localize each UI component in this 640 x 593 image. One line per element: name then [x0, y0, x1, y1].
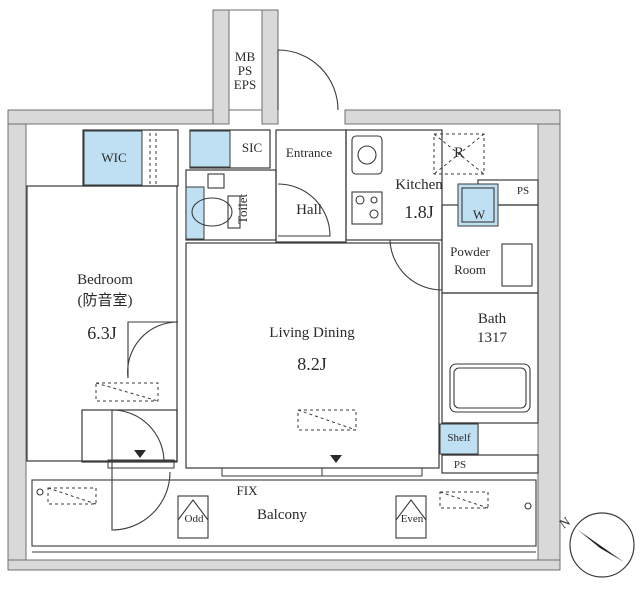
odd-unit-label: Odd	[184, 513, 204, 525]
kitchen-size: 1.8J	[404, 202, 434, 222]
shaft-label-eps: EPS	[233, 77, 257, 92]
washer-mark: W	[472, 207, 486, 222]
outer-walls	[7, 9, 561, 571]
balcony-label: Balcony	[257, 507, 307, 523]
living-dining-size: 8.2J	[297, 354, 327, 374]
fixtures	[191, 135, 533, 413]
dashed-lines	[47, 133, 489, 509]
shaft-label-ps: PS	[237, 63, 253, 78]
wic-label: WIC	[101, 150, 127, 165]
bedroom-note: (防音室)	[77, 293, 133, 309]
balcony-outline	[31, 479, 537, 553]
bedroom-label: Bedroom	[77, 272, 133, 288]
hall-label: Hall	[296, 202, 322, 218]
entrance-label: Entrance	[285, 145, 333, 160]
bath-size: 1317	[477, 330, 507, 346]
living-dining-label: Living Dining	[269, 325, 355, 341]
entry-markers	[134, 450, 342, 463]
sic-label: SIC	[241, 140, 263, 155]
toilet-label: Toilet	[235, 193, 250, 224]
shaft-label-mb: MB	[234, 49, 256, 64]
ps-bottom-label: PS	[453, 459, 467, 471]
powder-room-label-1: Powder	[450, 244, 490, 259]
ps-top-label: PS	[516, 185, 530, 197]
compass	[569, 512, 635, 578]
storage-fills	[83, 130, 499, 455]
bath-label: Bath	[477, 311, 507, 327]
even-unit-label: Even	[400, 513, 424, 525]
door-swings	[111, 49, 443, 531]
refrigerator-mark: R	[453, 145, 465, 161]
bedroom-size: 6.3J	[87, 323, 117, 343]
sliding-windows	[107, 459, 423, 477]
kitchen-label: Kitchen	[395, 177, 443, 193]
shelf-label: Shelf	[447, 432, 471, 444]
fix-label: FIX	[236, 483, 258, 498]
powder-room-label-2: Room	[454, 262, 486, 277]
mb-ps-eps-shaft	[228, 9, 263, 111]
